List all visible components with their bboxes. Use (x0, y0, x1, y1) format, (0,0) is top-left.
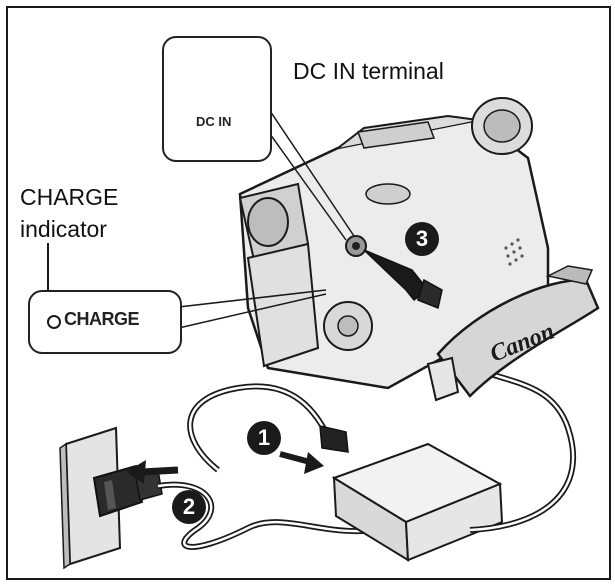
charge-leader-2 (169, 293, 327, 331)
adapter-connector (319, 425, 349, 453)
charge-indicator-line1: CHARGE (20, 184, 119, 210)
arrow-to-adapter (279, 451, 311, 465)
step-2-marker: 2 (172, 490, 206, 524)
hand-strap (426, 265, 600, 402)
arrow-to-outlet-head (126, 460, 146, 484)
camcorder (238, 97, 550, 390)
wall-outlet (59, 426, 122, 570)
charge-callout: CHARGE (28, 290, 182, 354)
dc-in-terminal-label: DC IN terminal (293, 58, 444, 84)
charge-indicator-line2: indicator (20, 216, 107, 242)
diagram-frame: Canon DC IN DC IN terminal CHARGE indica… (6, 6, 611, 580)
dc-in-closeup-label: DC IN (196, 114, 232, 129)
illustration: Canon (47, 72, 600, 570)
charge-indicator-label: CHARGE indicator (20, 181, 118, 245)
step-1-marker: 1 (247, 421, 281, 455)
charge-lamp-icon (47, 315, 61, 329)
dc-in-callout: DC IN (162, 36, 272, 162)
dc-in-leader (259, 95, 355, 237)
ac-adapter (331, 442, 504, 562)
dc-in-leader-2 (259, 119, 347, 241)
step-3-marker: 3 (405, 222, 439, 256)
charge-leader (169, 289, 327, 309)
power-plug (92, 464, 163, 518)
arrow-to-outlet (141, 466, 179, 476)
charge-closeup-label: CHARGE (64, 309, 140, 329)
